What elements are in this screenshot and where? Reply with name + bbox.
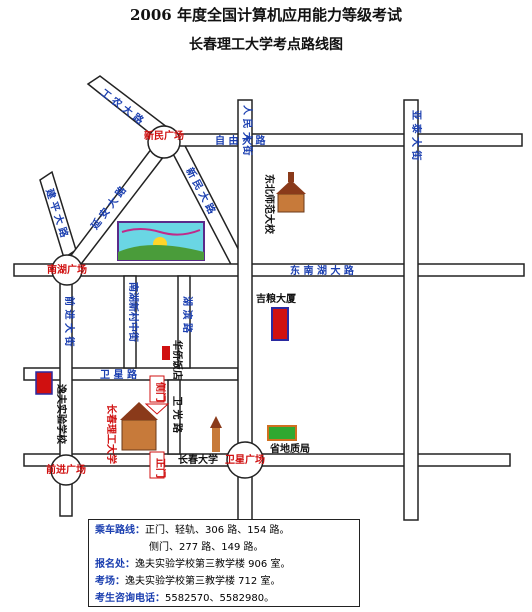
label-weiguang: 卫 光 路 [171, 396, 184, 434]
label-yatai: 亚 泰 大 街 [410, 110, 423, 160]
label-nanhu-xincun: 南湖新村中街 [127, 282, 140, 342]
svg-text:侧门: 侧门 [154, 382, 167, 402]
road-nanhu [13, 263, 525, 277]
map-title: 2006 年度全国计算机应用能力等级考试 [130, 6, 402, 24]
road-nanhu-xincun [123, 275, 137, 369]
info-box: 乘车路线：正门、轻轨、306 路、154 路。 侧门、277 路、149 路。 … [88, 519, 360, 607]
xinmin-square: 新民广场 [144, 125, 184, 159]
svg-text:南湖广场: 南湖广场 [47, 263, 87, 276]
main-gate-marker: 正门 [149, 451, 167, 479]
weixing-square: 卫星广场 [225, 441, 265, 479]
info-row: 报名处：逸夫实验学校第三教学楼 906 室。 [95, 559, 291, 570]
svg-text:华侨饭店: 华侨饭店 [171, 340, 184, 380]
svg-text:长春理工大学: 长春理工大学 [105, 404, 118, 464]
dongbei-normal-univ: 东北师范大校 [263, 172, 306, 235]
side-gate-marker: 侧门 [144, 375, 170, 415]
road-huqu [177, 275, 191, 369]
road-south [23, 453, 511, 467]
label-huqu: 湖 滨 路 [181, 296, 194, 334]
info-row: 考生咨询电话：5582570、5582980。 [95, 593, 275, 604]
jiliang-building: 吉粮大厦 [256, 292, 297, 341]
svg-text:逸夫实验学校: 逸夫实验学校 [55, 384, 68, 445]
label-ziyou: 自 由 大 路 [215, 134, 266, 147]
label-qianjin: 前 进 大 街 [63, 296, 76, 346]
label-changchun-univ: 长春大学 [178, 453, 218, 466]
map-subtitle: 长春理工大学考点路线图 [189, 37, 343, 53]
info-row: 侧门、277 路、149 路。 [149, 542, 264, 553]
svg-text:卫星广场: 卫星广场 [225, 453, 265, 466]
huaqiao-hotel: 华侨饭店 [162, 340, 184, 380]
label-dongnanhu: 东 南 湖 大 路 [290, 264, 355, 277]
svg-text:吉粮大厦: 吉粮大厦 [256, 292, 297, 305]
geology-bureau: 省地质局 [267, 425, 310, 455]
svg-text:新民广场: 新民广场 [144, 129, 184, 142]
svg-text:正门: 正门 [154, 458, 167, 478]
tower-landmark [210, 416, 222, 452]
info-row: 乘车路线：正门、轻轨、306 路、154 路。 [95, 525, 290, 536]
svg-text:东北师范大校: 东北师范大校 [263, 174, 276, 235]
label-weixing: 卫 星 路 [100, 368, 138, 381]
svg-text:省地质局: 省地质局 [269, 442, 310, 455]
shiyan-school: 逸夫实验学校 [35, 371, 68, 445]
park-picture [117, 221, 205, 261]
info-row: 考场：逸夫实验学校第三教学楼 712 室。 [95, 576, 281, 587]
road-weiguang [167, 379, 181, 455]
svg-text:前进广场: 前进广场 [46, 463, 86, 476]
road-ziyou [149, 133, 523, 147]
qianjin-square: 前进广场 [46, 454, 86, 486]
label-renmin: 人 民 大 街 [241, 105, 254, 155]
cust-campus: 长春理工大学 [105, 402, 158, 464]
nanhu-square: 南湖广场 [47, 254, 87, 286]
road-yatai [403, 99, 419, 521]
